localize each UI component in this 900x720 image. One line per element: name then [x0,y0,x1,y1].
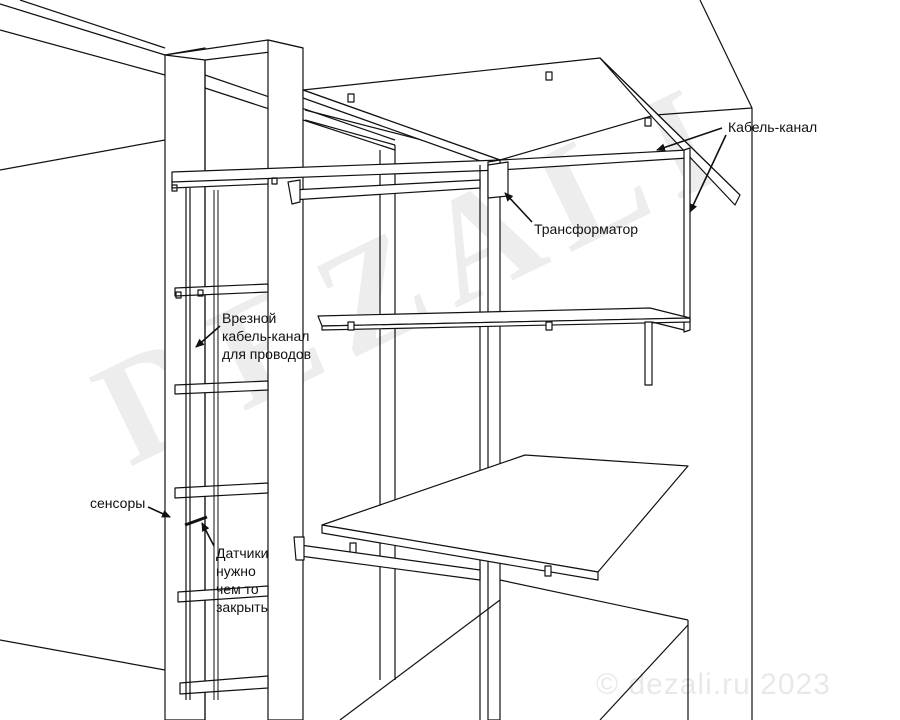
arrow-sensors [147,506,171,518]
bottom-section [339,579,689,720]
middle-shelf [317,307,691,386]
label-sensors: сенсоры [90,495,146,511]
embedded-cable-channel [213,190,219,700]
arrow-embedded-channel [195,325,221,348]
lower-hanging-rod [293,536,481,581]
label-sensors-note-line-1: Датчики [216,545,269,561]
arrow-cable-channel-1 [656,127,723,152]
right-end-panel [683,147,691,720]
label-embedded-channel-line-3: для проводов [222,346,312,362]
label-embedded-channel: Врезной кабель-канал для проводов [222,309,311,363]
label-embedded-channel-line-1: Врезной [222,310,277,326]
center-divider [479,159,501,720]
lower-shelf [321,454,689,581]
room-walls [0,0,753,720]
label-sensors-note: Датчики нужно чем то закрыть [216,544,268,616]
upper-hanging-rod [287,179,481,205]
label-sensors-note-line-3: чем то [216,581,259,597]
label-sensors-note-line-4: закрыть [216,599,268,615]
shelf-brackets [171,71,652,299]
wall-cable-channel [599,57,741,196]
transformer-box [487,161,509,199]
watermark-copyright: © dezali.ru 2023 [596,668,831,701]
arrow-cable-channel-2 [689,134,727,213]
top-board [302,57,741,680]
label-sensors-note-line-2: нужно [216,563,256,579]
arrow-transformer [504,192,533,223]
upper-crossbar [171,149,689,183]
label-cable-channel: Кабель-канал [728,119,818,135]
arrow-sensors-note [201,522,215,547]
label-transformer: Трансформатор [534,221,639,237]
left-column-shelves [171,175,269,700]
sensor-device [184,515,208,527]
label-embedded-channel-line-2: кабель-канал [222,328,310,344]
